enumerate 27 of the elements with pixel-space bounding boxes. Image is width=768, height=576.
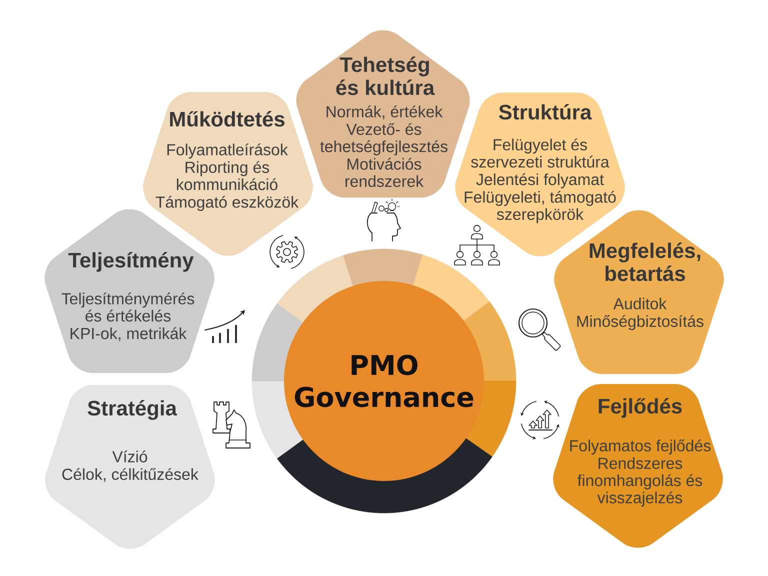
body-text: Motivációs rendszerek: [346, 158, 424, 187]
body-text: Riporting és kommunikáció: [176, 161, 278, 190]
heading: Fejlődés: [598, 398, 682, 418]
body-text: Folyamatleírások: [167, 143, 288, 159]
pentagon-card: [44, 209, 214, 374]
body-text: Folyamatos fejlődés: [570, 439, 711, 455]
heading: Működtetés: [170, 111, 284, 127]
heading: Stratégia: [88, 400, 178, 420]
body-text: Felügyeleti, támogató szerepkörök: [464, 190, 616, 224]
heading: Tehetség és kultúra: [336, 56, 435, 96]
body-text: Felügyelet és szervezeti struktúra: [471, 138, 610, 168]
heading: Struktúra: [498, 104, 592, 120]
heading: Teljesítmény: [68, 252, 194, 272]
body-text: Minőségbiztosítás: [577, 315, 704, 330]
body-text: Célok, célkitűzések: [62, 468, 198, 482]
body-text: Teljesítménymérés és értékelés: [62, 292, 194, 322]
body-text: Auditok: [613, 298, 667, 310]
pentagon-card: [553, 384, 723, 548]
body-text: Vízió: [112, 450, 148, 462]
body-text: Támogató eszközök: [156, 196, 299, 211]
body-text: Jelentési folyamat: [476, 173, 604, 188]
body-text: KPI-ok, metrikák: [70, 327, 187, 342]
body-text: Normák, értékek: [326, 105, 443, 120]
pentagon-card: [45, 384, 215, 549]
body-text: Vezető- és tehetségfejlesztés: [320, 123, 448, 156]
body-text: Rendszeres finomhangolás és visszajelzés: [578, 457, 702, 507]
heading: Megfelelés, betartás: [590, 242, 700, 282]
